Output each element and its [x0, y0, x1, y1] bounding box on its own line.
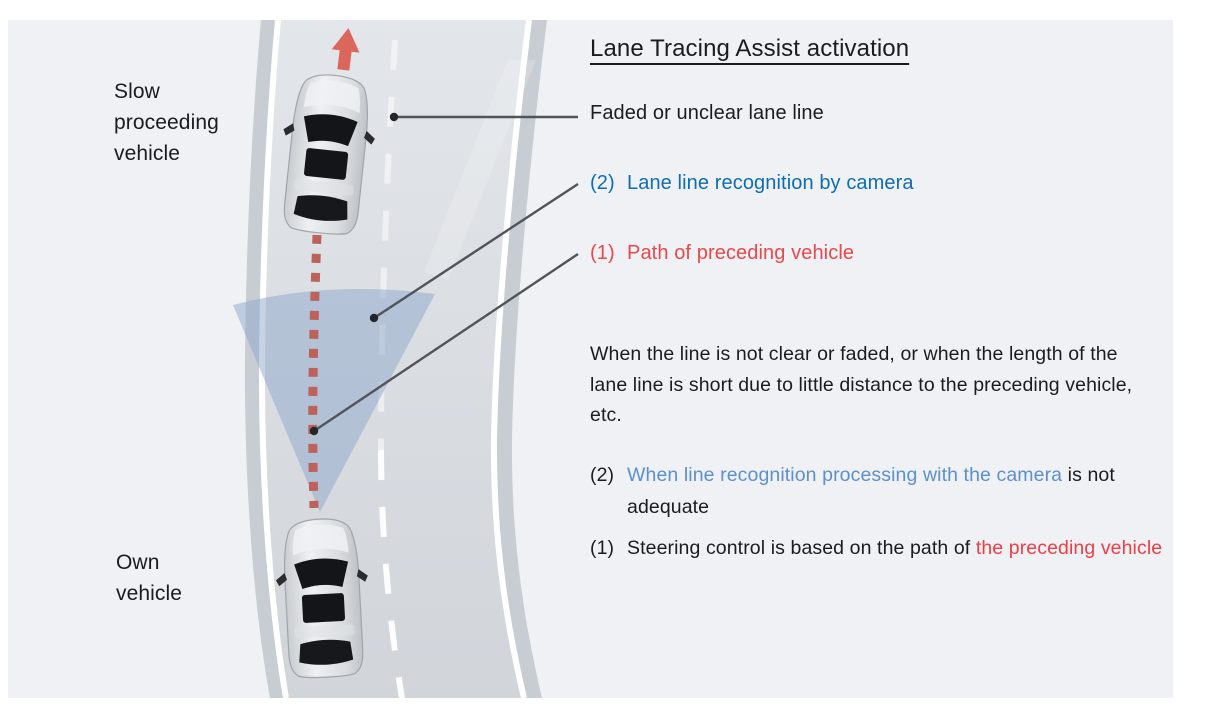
callout-vehicle-path: (1) Path of preceding vehicle: [590, 238, 854, 268]
own-vehicle-label: Own vehicle: [116, 547, 182, 609]
clear-center-lane-line: [378, 449, 405, 698]
note-steering-control: (1) Steering control is based on the pat…: [590, 532, 1172, 564]
slow-vehicle-label-line2: proceeding: [114, 111, 219, 134]
leader-dots: [309, 112, 399, 436]
note-camera-recognition: (2) When line recognition processing wit…: [590, 459, 1172, 523]
road-illustration: [233, 20, 579, 698]
own-vehicle-label-line1: Own: [116, 551, 160, 574]
callout-path-number: (1): [590, 242, 615, 264]
leader-lines: [313, 115, 579, 432]
note-steering-prefix: Steering control is based on the path of: [627, 537, 976, 559]
slow-vehicle-label-line1: Slow: [114, 80, 160, 103]
callout-camera-recognition: (2) Lane line recognition by camera: [590, 168, 914, 198]
explanation-paragraph: When the line is not clear or faded, or …: [590, 343, 1133, 426]
note-camera-body: When line recognition processing with th…: [627, 459, 1172, 523]
leader-dot-vehicle-path: [309, 426, 319, 436]
leader-dot-faded-lane: [389, 112, 399, 122]
callout-camera-text: Lane line recognition by camera: [627, 172, 914, 194]
faded-center-lane-line: [378, 39, 398, 451]
callout-camera-number: (2): [590, 172, 615, 194]
own-vehicle-label-line2: vehicle: [116, 582, 183, 605]
left-edge-lane-line: [258, 20, 289, 698]
road-glare: [424, 60, 536, 280]
leader-line-vehicle-path: [313, 253, 579, 432]
direction-arrow-icon: [331, 28, 360, 71]
slow-vehicle-label-line3: vehicle: [114, 142, 181, 165]
note-camera-highlight: When line recognition processing with th…: [627, 464, 1063, 486]
slow-vehicle-label: Slow proceeding vehicle: [114, 76, 219, 169]
note-steering-number: (1): [590, 537, 615, 559]
callout-path-text: Path of preceding vehicle: [627, 242, 855, 264]
leader-line-camera-cone: [373, 182, 579, 320]
note-steering-body: Steering control is based on the path of…: [627, 532, 1172, 564]
note-steering-highlight: the preceding vehicle: [975, 537, 1163, 559]
callout-faded-lane-line: Faded or unclear lane line: [590, 102, 824, 124]
camera-detection-cone: [233, 288, 435, 512]
diagram-panel: Slow proceeding vehicle Own vehicle Lane…: [8, 20, 1173, 698]
page-title: Lane Tracing Assist activation: [590, 35, 910, 62]
right-edge-lane-line: [490, 20, 532, 698]
note-camera-number: (2): [590, 464, 615, 486]
vehicle-path-dotted-line: [308, 234, 322, 509]
leader-dot-camera-cone: [369, 313, 379, 323]
note-camera-rest: is not adequate: [627, 464, 1115, 518]
